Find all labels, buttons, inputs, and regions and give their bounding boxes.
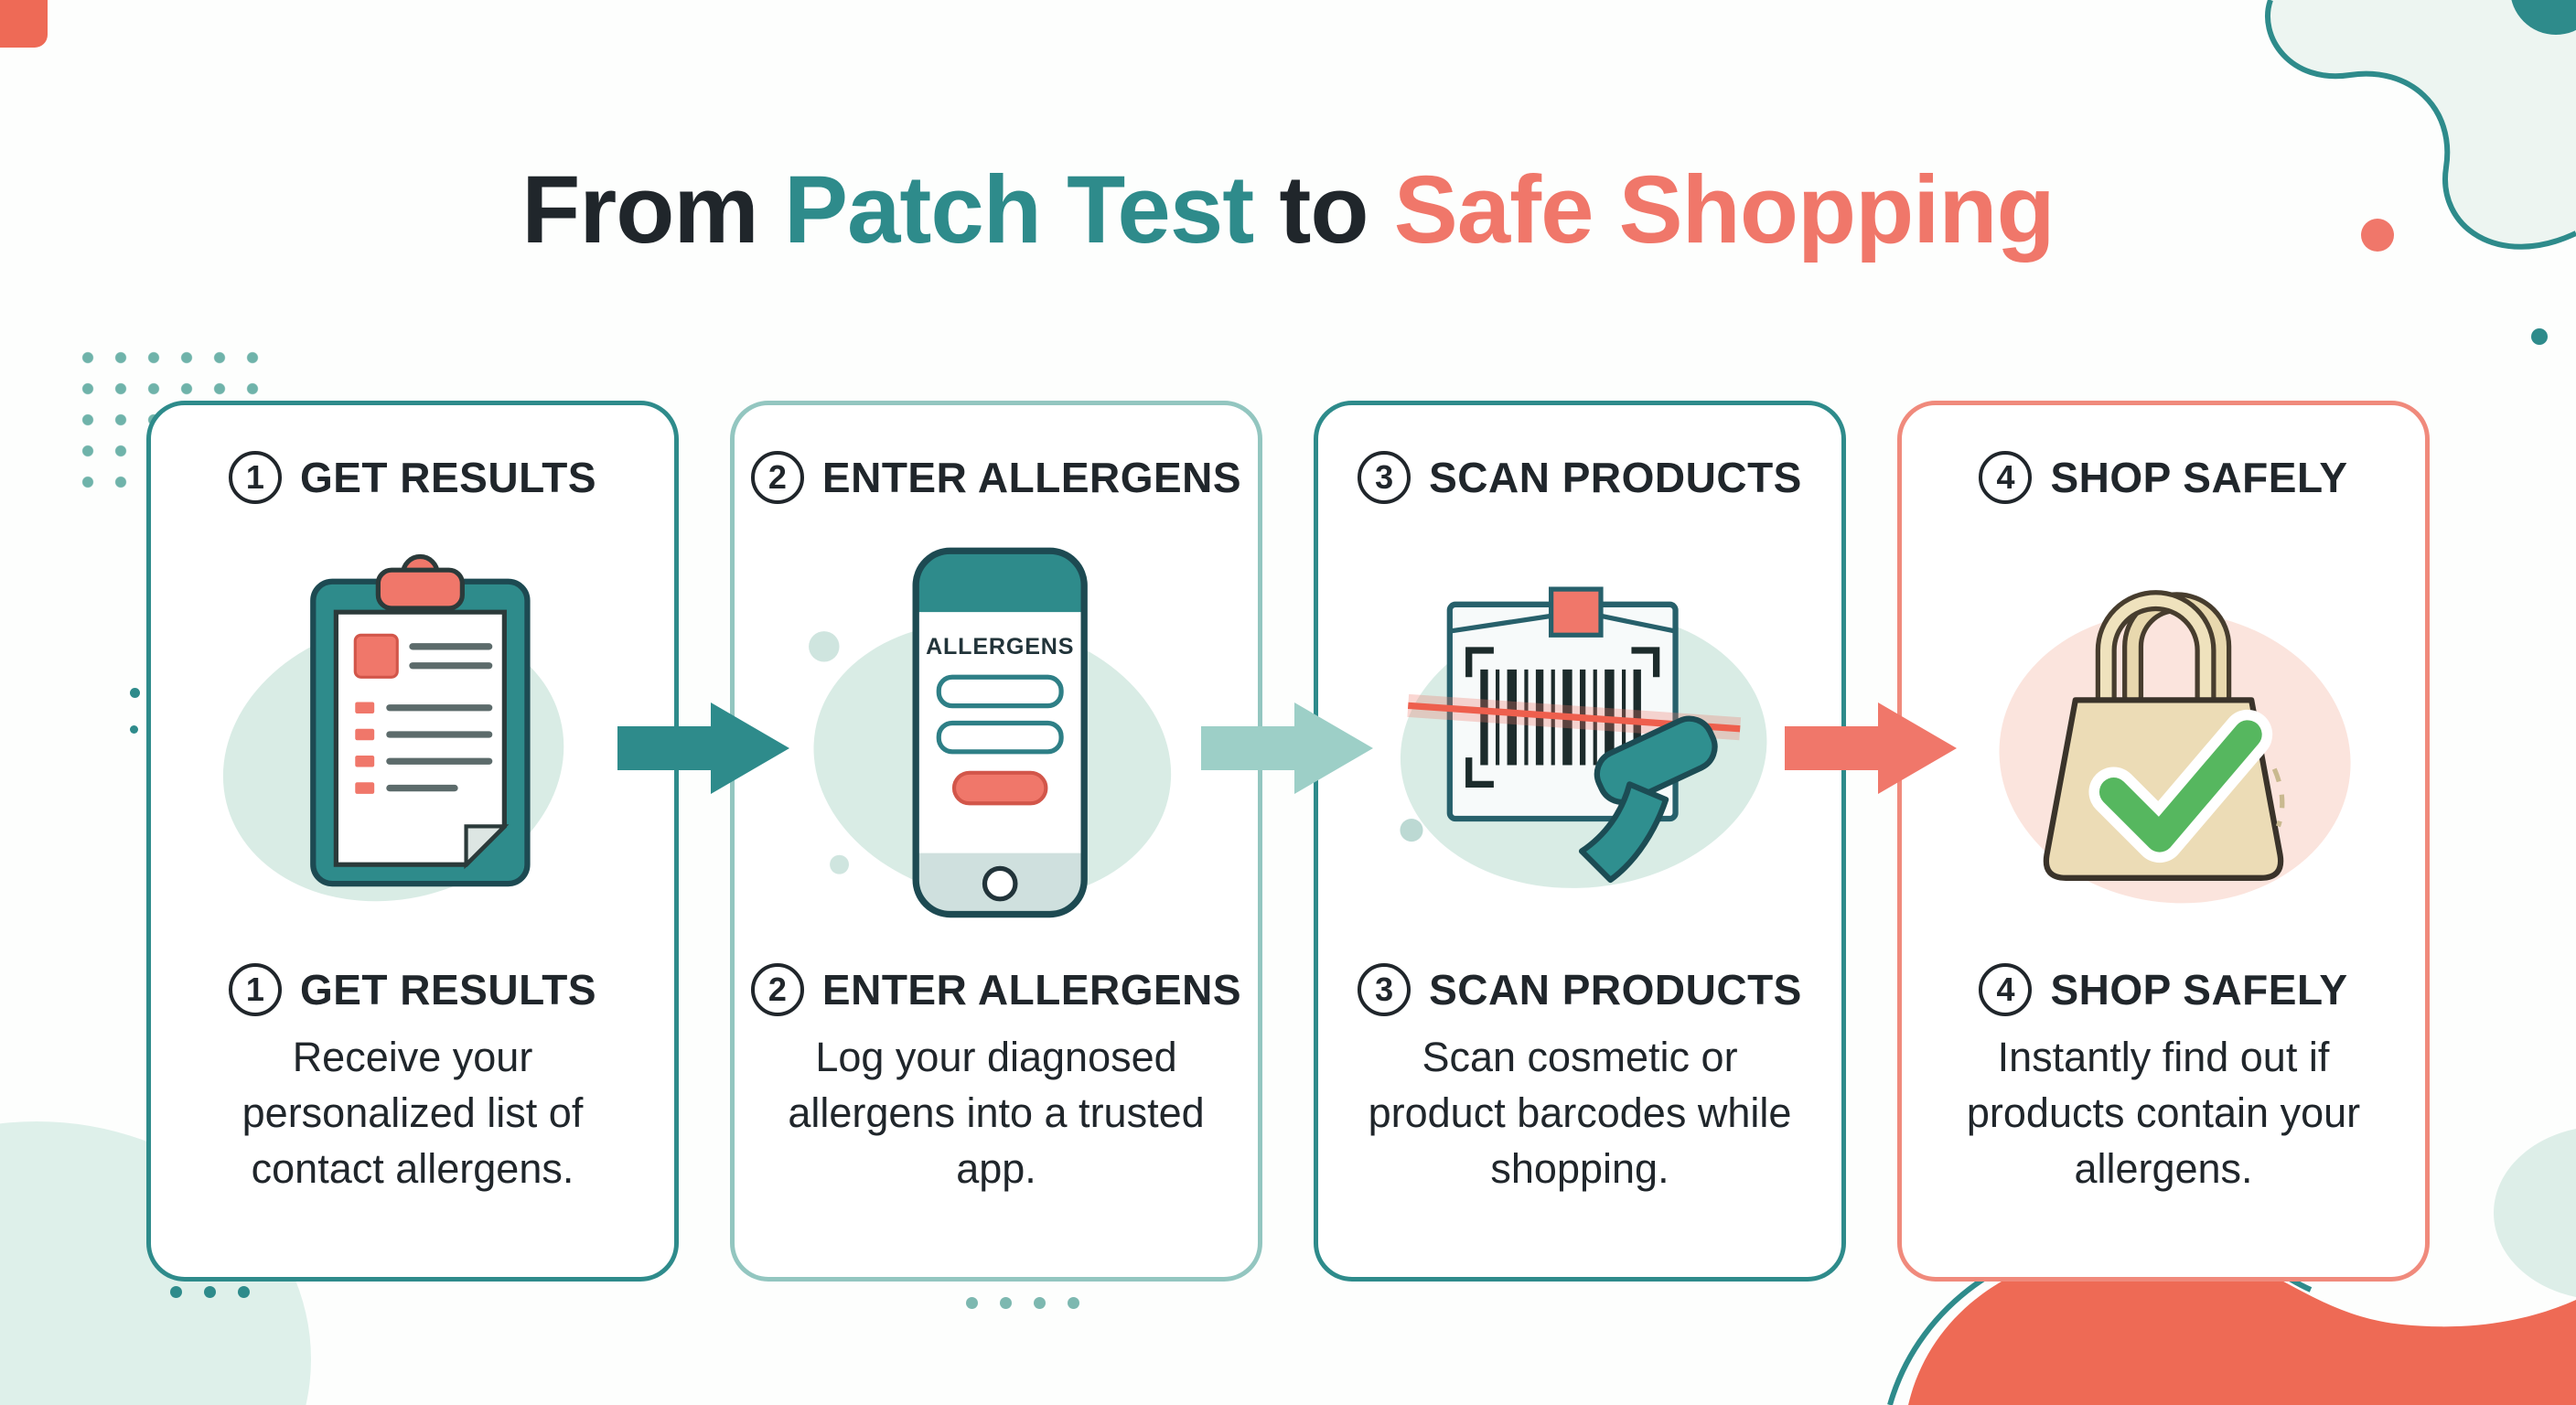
dot	[170, 1286, 182, 1298]
teal-dot	[2531, 328, 2548, 345]
title-highlight-coral: Safe Shopping	[1393, 156, 2055, 263]
step-2-header-repeat: 2 ENTER ALLERGENS	[750, 963, 1242, 1016]
step-2-icon-wrap: ALLERGENS	[786, 524, 1207, 945]
flow-arrow-3	[1785, 702, 1957, 794]
bag-handles	[2095, 590, 2232, 711]
step-label: GET RESULTS	[299, 454, 597, 501]
step-number-badge: 3	[1358, 963, 1411, 1016]
dot-accent-row-1	[170, 1286, 250, 1298]
checkmark-icon	[2098, 720, 2262, 853]
dot	[1400, 819, 1423, 842]
dot	[1034, 1297, 1046, 1309]
dot	[830, 854, 849, 874]
step-number-badge: 3	[1358, 451, 1411, 504]
box-tape	[1549, 586, 1604, 638]
checklist-lines	[386, 643, 493, 792]
dot	[204, 1286, 216, 1298]
phone-top-band	[916, 551, 1085, 613]
step-label: SHOP SAFELY	[2050, 966, 2348, 1014]
step-1-header: 1 GET RESULTS	[228, 451, 597, 504]
step-label: GET RESULTS	[299, 966, 597, 1014]
step-number-badge: 2	[750, 451, 804, 504]
corner-accent-square	[0, 0, 48, 48]
step-description: Receive your personalized list of contac…	[242, 1034, 584, 1193]
mint-edge-blob	[2494, 1129, 2576, 1297]
step-box-scan-products: 3 SCAN PRODUCTS	[1314, 401, 1846, 1282]
arrow-shape	[1785, 702, 1957, 794]
step-number-badge: 4	[1979, 451, 2033, 504]
allergen-input-field	[936, 674, 1064, 709]
arrow-shape	[1201, 702, 1373, 794]
page-title: From Patch Test to Safe Shopping	[0, 156, 2576, 265]
dot	[130, 688, 140, 698]
step-label: ENTER ALLERGENS	[821, 966, 1242, 1014]
title-connector: to	[1279, 156, 1368, 263]
steps-row: 1 GET RESULTS	[146, 401, 2430, 1282]
step-number-badge: 1	[228, 963, 282, 1016]
step-label: ENTER ALLERGENS	[821, 454, 1242, 501]
step-label: SHOP SAFELY	[2050, 454, 2348, 501]
dot-accent-row-2	[966, 1297, 1079, 1309]
arrow-shape	[617, 702, 789, 794]
corner-teal-blob	[2511, 0, 2576, 35]
dot	[130, 725, 138, 734]
dot	[809, 631, 840, 662]
phone-screen-title: ALLERGENS	[926, 634, 1074, 660]
flow-arrow-2	[1201, 702, 1373, 794]
clipboard-results-icon	[222, 553, 564, 902]
dot	[1000, 1297, 1012, 1309]
step-description: Log your diagnosed allergens into a trus…	[788, 1034, 1205, 1193]
step-4-header-repeat: 4 SHOP SAFELY	[1979, 963, 2347, 1016]
step-description: Scan cosmetic or product barcodes while …	[1368, 1034, 1792, 1193]
step-3-icon-wrap	[1369, 524, 1790, 945]
step-2-header: 2 ENTER ALLERGENS	[750, 451, 1242, 504]
top-right-organic-shape	[2265, 0, 2576, 345]
step-3-header-repeat: 3 SCAN PRODUCTS	[1358, 963, 1802, 1016]
dot	[238, 1286, 250, 1298]
step-1-header-repeat: 1 GET RESULTS	[228, 963, 597, 1016]
dot	[1068, 1297, 1079, 1309]
step-box-enter-allergens: 2 ENTER ALLERGENS ALLERGENS	[730, 401, 1262, 1282]
home-button	[982, 865, 1018, 902]
step-box-get-results: 1 GET RESULTS	[146, 401, 679, 1282]
dot-accent-column	[130, 688, 140, 734]
app-submit-button	[951, 770, 1048, 806]
allergen-input-field	[936, 720, 1064, 755]
step-3-header: 3 SCAN PRODUCTS	[1358, 451, 1802, 504]
coral-dot	[2361, 219, 2394, 252]
step-number-badge: 1	[228, 451, 282, 504]
step-label: SCAN PRODUCTS	[1429, 966, 1802, 1014]
step-label: SCAN PRODUCTS	[1429, 454, 1802, 501]
step-box-shop-safely: 4 SHOP SAFELY	[1897, 401, 2430, 1282]
step-4-header: 4 SHOP SAFELY	[1979, 451, 2347, 504]
step-number-badge: 4	[1979, 963, 2033, 1016]
title-highlight-teal: Patch Test	[783, 156, 1254, 263]
step-1-icon-wrap	[202, 524, 623, 945]
barcode-scanner-icon	[1400, 586, 1767, 888]
scanner-gun	[1578, 715, 1718, 884]
phone-allergen-app-icon: ALLERGENS	[809, 547, 1172, 918]
coral-blob	[1908, 1241, 2576, 1405]
step-4-icon-wrap	[1953, 524, 2374, 945]
flow-arrow-1	[617, 702, 789, 794]
bag-fold-line	[2271, 767, 2285, 828]
dot	[966, 1297, 978, 1309]
shopping-bag-check-icon	[1999, 590, 2351, 904]
step-number-badge: 2	[750, 963, 804, 1016]
title-prefix: From	[521, 156, 758, 263]
step-description: Instantly find out if products contain y…	[1966, 1034, 2361, 1193]
checklist-bullets	[355, 702, 375, 794]
